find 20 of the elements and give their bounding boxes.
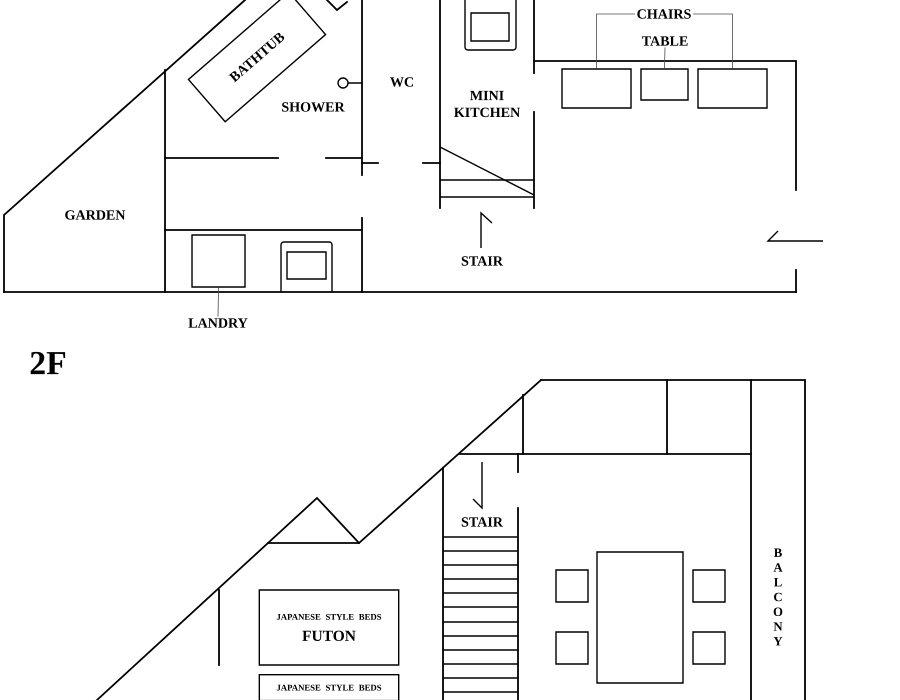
futon-bed: JAPANESE STYLE BEDS: [258, 674, 400, 700]
room-label: WC: [390, 77, 414, 87]
table: [640, 68, 689, 101]
washing-machine: [191, 234, 246, 288]
leader-line: [664, 46, 666, 69]
room-label: GARDEN: [65, 210, 126, 220]
floor-heading: 2F: [30, 352, 66, 374]
callout-label: TABLE: [642, 36, 688, 46]
room-label: STAIR: [462, 256, 504, 266]
room-label: BALCONY: [774, 548, 782, 646]
callout-label: LANDRY: [188, 318, 248, 328]
chair: [561, 68, 632, 109]
chair: [697, 68, 768, 109]
leader-line: [218, 287, 219, 318]
futon-bed: JAPANESE STYLE BEDS FUTON: [258, 589, 400, 666]
callout-label: CHAIRS: [637, 9, 691, 19]
leader-line: [596, 14, 636, 69]
leader-line: [692, 14, 733, 69]
room-label: STAIR: [462, 517, 504, 527]
room-label: MINI KITCHEN: [454, 90, 520, 118]
